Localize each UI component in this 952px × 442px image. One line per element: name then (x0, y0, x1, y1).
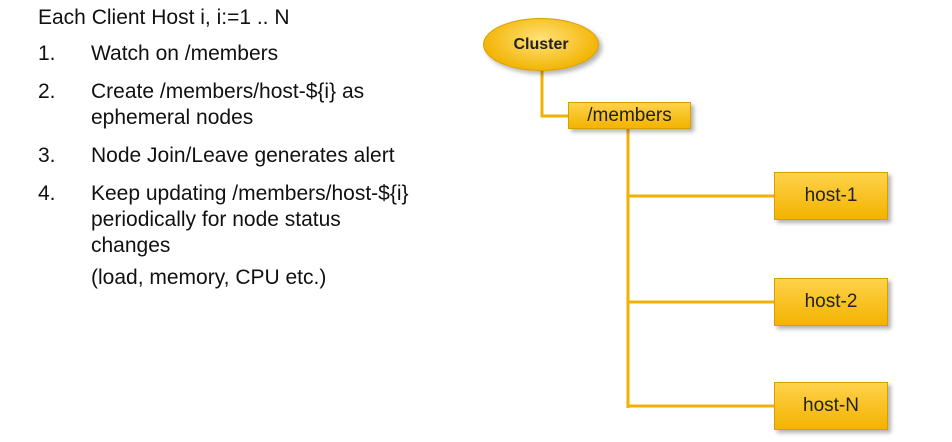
host-2-node: host-2 (774, 278, 888, 326)
step-1-text: Watch on /members (91, 42, 279, 65)
step-3-text: Node Join/Leave generates alert (91, 144, 395, 167)
host-1-node: host-1 (774, 172, 888, 220)
step-4-text-line-3: changes (91, 234, 171, 257)
step-4-text-line-1: Keep updating /members/host-${i} (91, 182, 409, 205)
host-n-node: host-N (774, 382, 888, 430)
step-4-text-line-2: periodically for node status (91, 208, 341, 231)
step-2-number: 2. (38, 80, 56, 103)
step-2-text-line-2: ephemeral nodes (91, 106, 254, 129)
step-1-number: 1. (38, 42, 56, 65)
cluster-node: Cluster (483, 18, 599, 71)
connector-cluster-members (540, 71, 568, 118)
step-4-number: 4. (38, 182, 56, 205)
members-node: /members (568, 102, 691, 129)
step-4-note: (load, memory, CPU etc.) (91, 266, 327, 289)
step-2-text-line-1: Create /members/host-${i} as (91, 80, 365, 103)
heading: Each Client Host i, i:=1 .. N (38, 6, 290, 29)
step-3-number: 3. (38, 144, 56, 167)
